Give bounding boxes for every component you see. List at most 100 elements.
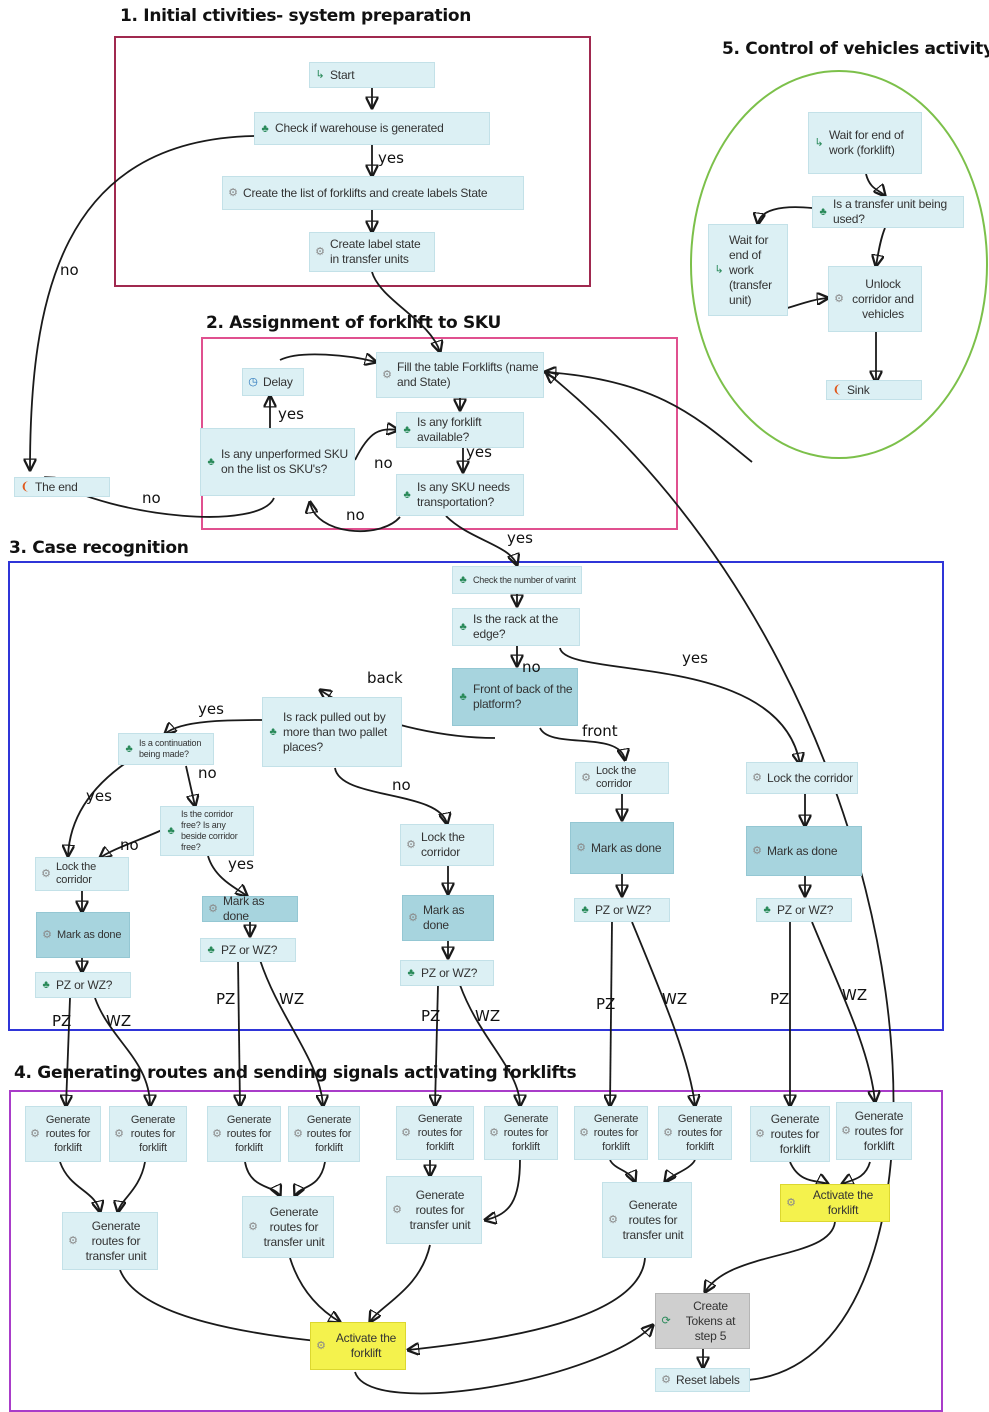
generate-forklift-route-5[interactable]: ⚙Generate routes for forklift bbox=[396, 1106, 474, 1160]
check-warehouse-node[interactable]: ♣Check if warehouse is generated bbox=[254, 112, 490, 145]
rack-edge-node[interactable]: ♣Is the rack at the edge? bbox=[452, 608, 580, 646]
decision-icon: ♣ bbox=[403, 489, 411, 501]
decision-icon: ♣ bbox=[125, 743, 133, 755]
start-node[interactable]: ↳Start bbox=[309, 62, 435, 88]
generate-transfer-route-4[interactable]: ⚙Generate routes for transfer unit bbox=[602, 1182, 692, 1258]
pz-wz-a-node[interactable]: ♣PZ or WZ? bbox=[35, 972, 131, 998]
generate-forklift-route-7[interactable]: ⚙Generate routes for forklift bbox=[574, 1106, 648, 1160]
forklift-available-node[interactable]: ♣Is any forklift available? bbox=[396, 412, 524, 448]
lock-corridor-d-node[interactable]: ⚙ Lock the corridor bbox=[575, 762, 669, 794]
sink-node[interactable]: ❨Sink bbox=[826, 380, 922, 400]
pz-wz-e-node[interactable]: ♣PZ or WZ? bbox=[756, 898, 852, 922]
continuation-label: Is a continuation being made? bbox=[139, 738, 202, 759]
create-forklift-list-node[interactable]: ⚙Create the list of forklifts and create… bbox=[222, 176, 524, 210]
front-back-node[interactable]: ♣ Front of back of the platform? bbox=[452, 668, 578, 726]
edge-label-pz: PZ bbox=[216, 990, 236, 1008]
generate-forklift-route-6[interactable]: ⚙Generate routes for forklift bbox=[484, 1106, 558, 1160]
generate-forklift-route-2[interactable]: ⚙Generate routes for forklift bbox=[109, 1106, 187, 1162]
mark-done-d-label: Mark as done bbox=[591, 840, 662, 855]
transfer-used-label: Is a transfer unit being used? bbox=[833, 197, 947, 226]
create-tokens-label: Create Tokens at step 5 bbox=[685, 1298, 736, 1343]
wait-forklift-node[interactable]: ↳Wait for end of work (forklift) bbox=[808, 112, 922, 174]
lock-corridor-a-node[interactable]: ⚙Lock the corridor bbox=[35, 857, 129, 891]
activate-forklift-2-node[interactable]: ⚙Activate the forklift bbox=[310, 1322, 406, 1370]
delay-node[interactable]: ◷Delay bbox=[242, 368, 304, 396]
mark-done-c-node[interactable]: ⚙Mark as done bbox=[402, 895, 494, 941]
create-label-state-node[interactable]: ⚙Create label state in transfer units bbox=[309, 232, 435, 272]
lock-icon: ⚙ bbox=[581, 772, 591, 784]
edge-label-yes: yes bbox=[278, 405, 304, 423]
route-icon: ⚙ bbox=[608, 1214, 618, 1226]
activate-forklift-1-node[interactable]: ⚙Activate the forklift bbox=[780, 1184, 890, 1222]
fill-table-node[interactable]: ⚙Fill the table Forklifts (name and Stat… bbox=[376, 352, 544, 398]
generate-forklift-route-2-label: Generate routes for forklift bbox=[130, 1114, 176, 1154]
mark-done-d-node[interactable]: ⚙Mark as done bbox=[570, 822, 674, 874]
mark-done-a-node[interactable]: ⚙Mark as done bbox=[36, 912, 130, 958]
lock-corridor-e-node[interactable]: ⚙Lock the corridor bbox=[746, 762, 858, 794]
unlock-icon: ⚙ bbox=[834, 293, 844, 305]
route-icon: ⚙ bbox=[579, 1127, 589, 1139]
edge-label-no: no bbox=[392, 776, 411, 794]
lock-corridor-c-node[interactable]: ⚙Lock the corridor bbox=[400, 824, 494, 866]
generate-forklift-route-4[interactable]: ⚙Generate routes for forklift bbox=[288, 1106, 360, 1162]
generate-forklift-route-3[interactable]: ⚙Generate routes for forklift bbox=[207, 1106, 281, 1162]
generate-forklift-route-9[interactable]: ⚙Generate routes for forklift bbox=[750, 1106, 830, 1162]
decision-icon: ♣ bbox=[763, 904, 771, 916]
unperformed-sku-node[interactable]: ♣Is any unperformed SKU on the list os S… bbox=[200, 428, 355, 496]
mark-done-b-node[interactable]: ⚙Mark as done bbox=[202, 894, 298, 923]
the-end-node[interactable]: ❨The end bbox=[14, 477, 110, 497]
wait-icon: ↳ bbox=[814, 137, 824, 149]
sink-icon: ❨ bbox=[832, 384, 842, 396]
check-varint-node[interactable]: ♣Check the number of varint bbox=[452, 566, 582, 594]
pz-wz-d-node[interactable]: ♣PZ or WZ? bbox=[574, 898, 670, 922]
delay-label: Delay bbox=[263, 374, 293, 389]
continuation-node[interactable]: ♣ Is a continuation being made? bbox=[118, 733, 214, 765]
code-icon: ⚙ bbox=[315, 246, 325, 258]
front-back-label: Front of back of the platform? bbox=[473, 682, 573, 711]
edge-label-pz: PZ bbox=[596, 995, 616, 1013]
decision-icon: ♣ bbox=[581, 904, 589, 916]
section-3-frame bbox=[8, 561, 944, 1031]
rack-pulled-node[interactable]: ♣Is rack pulled out by more than two pal… bbox=[262, 697, 402, 767]
edge-label-no: no bbox=[60, 261, 79, 279]
reset-labels-node[interactable]: ⚙Reset labels bbox=[655, 1368, 750, 1392]
generate-forklift-route-5-label: Generate routes for forklift bbox=[417, 1113, 463, 1153]
mark-done-e-node[interactable]: ⚙Mark as done bbox=[746, 826, 862, 876]
route-icon: ⚙ bbox=[489, 1127, 499, 1139]
decision-icon: ♣ bbox=[459, 691, 467, 703]
mark-icon: ⚙ bbox=[42, 929, 52, 941]
generate-transfer-route-3[interactable]: ⚙Generate routes for transfer unit bbox=[386, 1176, 482, 1244]
pz-wz-c-node[interactable]: ♣PZ or WZ? bbox=[400, 960, 494, 986]
generate-forklift-route-10-label: Generate routes for forklift bbox=[854, 1108, 904, 1153]
generate-forklift-route-4-label: Generate routes for forklift bbox=[306, 1114, 352, 1154]
generate-forklift-route-1[interactable]: ⚙Generate routes for forklift bbox=[25, 1106, 101, 1162]
generate-forklift-route-9-label: Generate routes for forklift bbox=[770, 1111, 820, 1156]
generate-transfer-route-1[interactable]: ⚙Generate routes for transfer unit bbox=[62, 1212, 158, 1270]
edge-label-back: back bbox=[367, 669, 403, 687]
create-tokens-node[interactable]: ⟳Create Tokens at step 5 bbox=[655, 1293, 750, 1349]
generate-forklift-route-8-label: Generate routes for forklift bbox=[677, 1113, 723, 1153]
pz-wz-b-node[interactable]: ♣PZ or WZ? bbox=[200, 938, 296, 962]
rack-pulled-label: Is rack pulled out by more than two pall… bbox=[283, 709, 388, 754]
reset-labels-label: Reset labels bbox=[676, 1372, 740, 1387]
unlock-corridor-node[interactable]: ⚙Unlock corridor and vehicles bbox=[828, 266, 922, 332]
wait-transfer-node[interactable]: ↳Wait for end of work (transfer unit) bbox=[708, 224, 788, 316]
edge-label-yes: yes bbox=[198, 700, 224, 718]
edge-label-wz: WZ bbox=[106, 1012, 132, 1030]
transfer-used-node[interactable]: ♣Is a transfer unit being used? bbox=[812, 196, 964, 228]
wait-icon: ↳ bbox=[714, 264, 724, 276]
sku-needs-transport-node[interactable]: ♣Is any SKU needs transportation? bbox=[396, 474, 524, 516]
mark-done-c-label: Mark as done bbox=[423, 903, 465, 932]
activate-forklift-2-label: Activate the forklift bbox=[335, 1331, 397, 1360]
lock-corridor-d-label: Lock the corridor bbox=[596, 765, 636, 790]
edge-label-wz: WZ bbox=[279, 990, 305, 1008]
decision-icon: ♣ bbox=[459, 621, 467, 633]
activate-icon: ⚙ bbox=[786, 1197, 796, 1209]
generate-transfer-route-2[interactable]: ⚙Generate routes for transfer unit bbox=[242, 1196, 334, 1258]
mark-icon: ⚙ bbox=[208, 903, 218, 915]
corridor-free-node[interactable]: ♣Is the corridor free? Is any beside cor… bbox=[160, 806, 254, 856]
create-forklift-list-label: Create the list of forklifts and create … bbox=[243, 185, 488, 200]
generate-forklift-route-8[interactable]: ⚙Generate routes for forklift bbox=[658, 1106, 732, 1160]
generate-forklift-route-10[interactable]: ⚙Generate routes for forklift bbox=[836, 1102, 912, 1160]
mark-icon: ⚙ bbox=[752, 845, 762, 857]
